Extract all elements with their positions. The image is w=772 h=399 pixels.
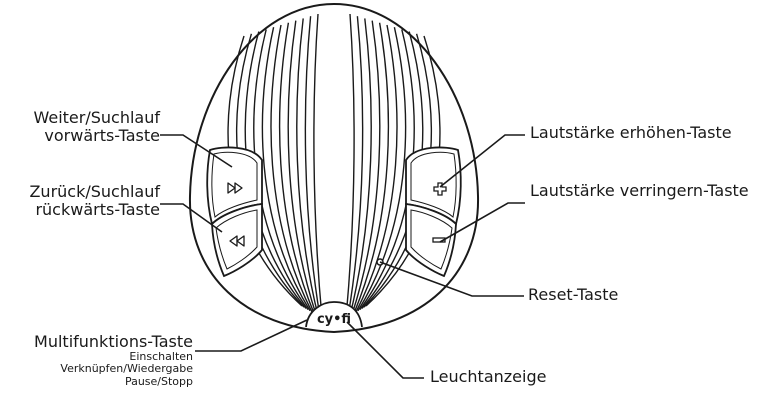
label-previous-button: Zurück/Suchlauf rückwärts-Taste (29, 183, 160, 219)
label-multifunction-button: Multifunktions-Taste Einschalten Verknüp… (34, 333, 193, 388)
label-volume-down-button: Lautstärke verringern-Taste (530, 182, 749, 200)
brand-logo: cy•fi (317, 312, 351, 327)
label-next-button: Weiter/Suchlauf vorwärts-Taste (33, 109, 160, 145)
label-volume-up-button: Lautstärke erhöhen-Taste (530, 124, 732, 142)
label-reset-button: Reset-Taste (528, 286, 618, 304)
label-led-indicator: Leuchtanzeige (430, 368, 546, 386)
